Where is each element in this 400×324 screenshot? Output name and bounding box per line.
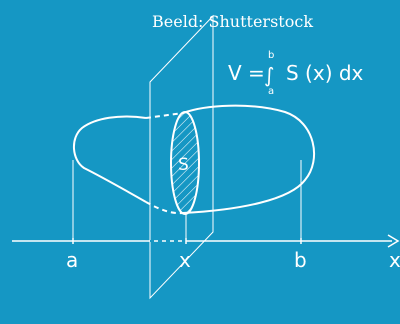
formula-integral-sign: ∫ [264,63,274,87]
solid-outline-hidden-bottom [145,201,184,215]
formula-upper-limit: b [268,50,274,61]
formula-lhs: V = [228,61,265,85]
cutting-plane [149,14,214,300]
tick-label-a: a [66,248,78,272]
solid-outline-hidden-top [145,112,184,119]
tick-label-b: b [294,248,307,272]
formula-integrand: S (x) dx [286,61,364,85]
tick-label-x: x [179,248,191,272]
cross-section-s [170,111,200,215]
solid-outline-left [73,115,147,203]
section-label: S [178,155,189,175]
x-axis-arrowhead [387,234,400,248]
axis-label-x: x [389,248,400,272]
image-credit: Beeld: Shutterstock [152,12,313,31]
solid-outline-right [182,104,315,214]
formula-lower-limit: a [268,86,274,97]
